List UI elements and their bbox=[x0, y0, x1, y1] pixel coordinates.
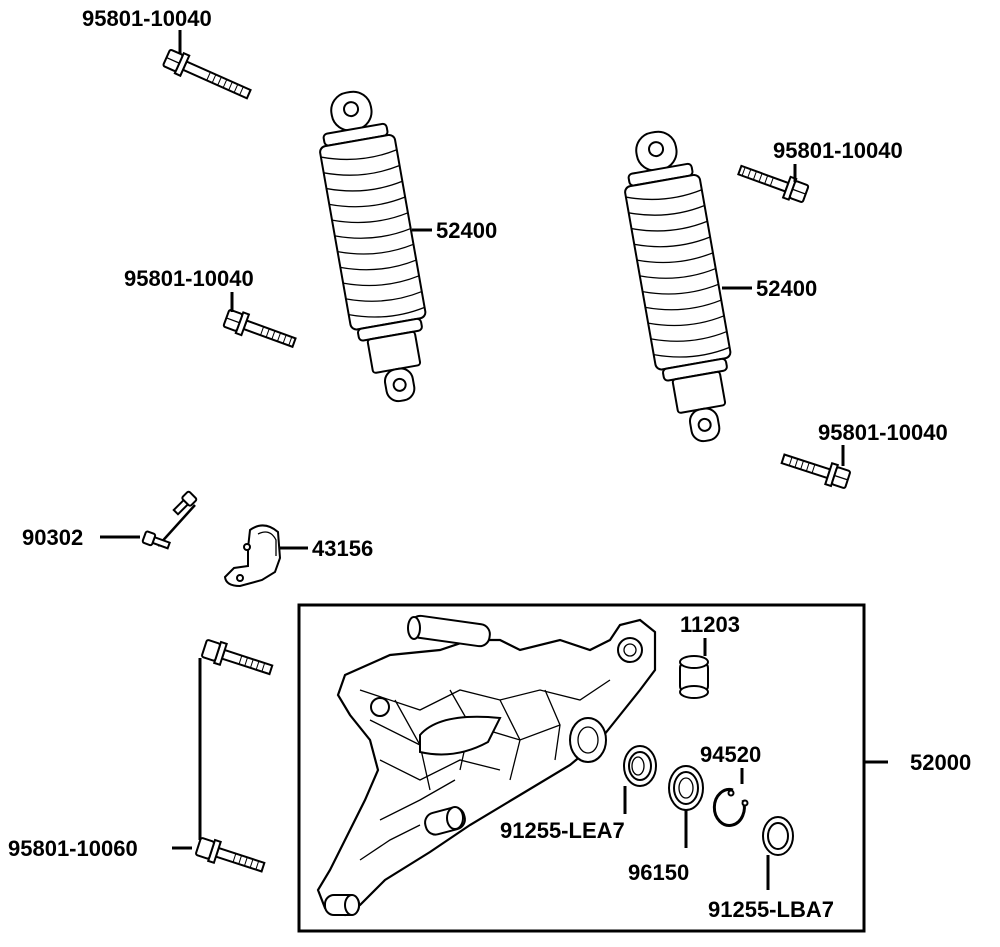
bolt-long-pair bbox=[195, 639, 274, 873]
clamp-43156 bbox=[223, 524, 282, 588]
oil-seal-91255-lea7 bbox=[623, 745, 657, 787]
bearing-96150 bbox=[668, 765, 704, 811]
circlip-94520 bbox=[712, 787, 749, 827]
label-bolt-lower-right: 95801-10040 bbox=[818, 420, 948, 445]
label-oil-seal-b: 91255-LBA7 bbox=[708, 897, 834, 922]
shock-absorber-left bbox=[319, 90, 427, 403]
label-swing-arm: 52000 bbox=[910, 750, 971, 775]
label-bolt-long: 95801-10060 bbox=[8, 836, 138, 861]
swing-arm bbox=[316, 614, 657, 917]
bolt-top-right bbox=[737, 164, 810, 203]
label-shock-right: 52400 bbox=[756, 276, 817, 301]
screw-90302 bbox=[141, 490, 198, 550]
label-bolt-top-left: 95801-10040 bbox=[82, 6, 212, 31]
label-bolt-mid-left: 95801-10040 bbox=[124, 266, 254, 291]
label-bolt-top-right: 95801-10040 bbox=[773, 138, 903, 163]
label-bushing: 11203 bbox=[680, 612, 740, 637]
bolt-mid-left bbox=[222, 309, 297, 349]
shock-absorber-right bbox=[624, 130, 732, 443]
label-screw-small: 90302 bbox=[22, 525, 83, 550]
bolt-top-left bbox=[162, 48, 252, 100]
label-oil-seal-a: 91255-LEA7 bbox=[500, 818, 625, 843]
label-bearing: 96150 bbox=[628, 860, 689, 885]
oil-seal-91255-lba7 bbox=[762, 816, 794, 856]
swing-arm-assembly-box bbox=[297, 603, 866, 933]
bushing-11203 bbox=[679, 655, 709, 699]
label-clamp: 43156 bbox=[312, 536, 373, 561]
leader-lines bbox=[100, 30, 888, 890]
bolt-lower-right bbox=[780, 453, 851, 489]
label-circlip: 94520 bbox=[700, 742, 761, 767]
label-shock-left: 52400 bbox=[436, 218, 497, 243]
